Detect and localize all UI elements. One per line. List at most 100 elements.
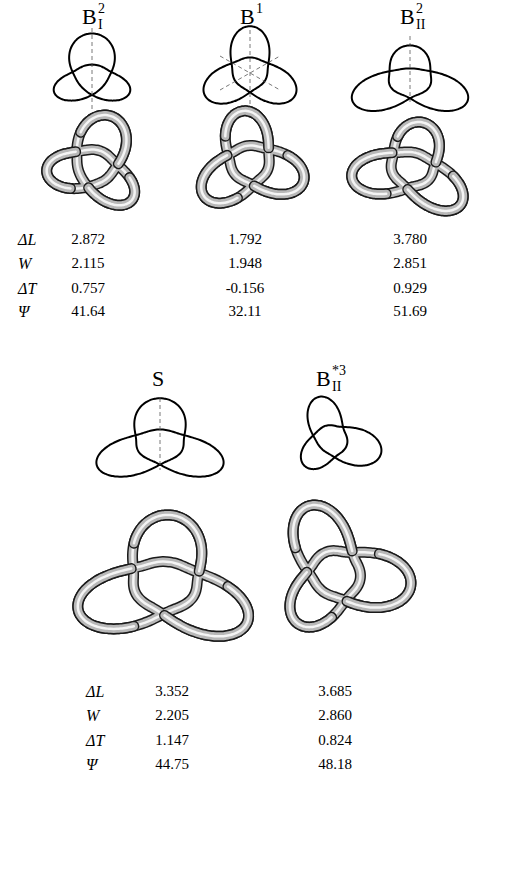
table-cell: 32.11: [228, 304, 261, 319]
table-cell: 1.147: [155, 733, 189, 748]
symmetry-axis: [160, 398, 161, 470]
tube-outline: [254, 155, 304, 194]
tube-outline: [398, 122, 440, 162]
tube-highlight: [134, 515, 202, 571]
tube-highlight: [352, 122, 464, 211]
tube-body: [352, 122, 464, 211]
table-cell: 0.929: [393, 281, 427, 296]
tube-highlight: [165, 586, 249, 636]
table-cell: 2.205: [155, 708, 189, 723]
name-superscript: 2: [98, 2, 105, 16]
tube-outline: [201, 111, 304, 203]
tube-highlight: [352, 153, 392, 194]
tube-outline: [78, 569, 134, 629]
table-cell: 0.824: [318, 733, 352, 748]
tube-body: [254, 155, 304, 194]
tube-body: [225, 111, 268, 148]
tube-outline: [293, 505, 352, 551]
tube-body: [165, 586, 249, 636]
tube-highlight: [78, 515, 249, 636]
rod-tube: [352, 122, 464, 211]
tube-highlight: [201, 111, 304, 203]
tube-highlight: [225, 111, 268, 148]
name-subscript: II: [416, 18, 425, 32]
rod-tube: [47, 115, 135, 205]
configuration-name: B: [316, 368, 331, 390]
configuration-name: B: [82, 6, 97, 28]
planar-curve: [96, 398, 223, 477]
configuration-name: B: [240, 6, 255, 28]
configuration-name: S: [152, 368, 164, 390]
tube-body: [408, 176, 463, 211]
tube-body: [81, 115, 127, 164]
tube-outline: [352, 122, 464, 211]
table-cell: 51.69: [393, 304, 427, 319]
tube-highlight: [290, 505, 411, 627]
tube-highlight: [293, 505, 352, 551]
tube-highlight: [347, 554, 411, 608]
table-cell: -0.156: [226, 281, 265, 296]
tube-outline: [290, 572, 332, 627]
table-row-label: ΔL: [86, 684, 104, 700]
tube-body: [201, 111, 304, 203]
tube-outline: [81, 115, 127, 164]
rod-tube: [201, 111, 304, 203]
tube-body: [134, 515, 202, 571]
table-row-label: ΔT: [86, 733, 104, 749]
table-cell: 48.18: [318, 757, 352, 772]
tube-outline: [290, 505, 411, 627]
table-cell: 2.851: [393, 256, 427, 271]
table-row-label: Ψ: [18, 304, 29, 320]
tube-outline: [89, 178, 135, 206]
table-cell: 2.115: [71, 256, 104, 271]
tube-outline: [347, 554, 411, 608]
tube-highlight: [408, 176, 463, 211]
name-superscript: 1: [256, 2, 263, 16]
name-superscript: 2: [416, 2, 423, 16]
symmetry-axis: [220, 56, 280, 90]
table-cell: 2.872: [71, 232, 105, 247]
tube-body: [47, 115, 135, 205]
tube-highlight: [47, 152, 76, 189]
table-cell: 3.685: [318, 684, 352, 699]
table-cell: 1.792: [228, 232, 262, 247]
tube-highlight: [47, 115, 135, 205]
table-cell: 3.352: [155, 684, 189, 699]
tube-outline: [47, 152, 76, 189]
symmetry-axis: [220, 56, 280, 90]
symmetry-axis: [250, 30, 251, 118]
tube-outline: [165, 586, 249, 636]
rod-tube: [290, 505, 411, 627]
tube-highlight: [78, 569, 134, 629]
table-cell: 41.64: [71, 304, 105, 319]
configuration-name: B: [400, 6, 415, 28]
name-subscript: II: [332, 380, 341, 394]
tube-outline: [201, 155, 237, 203]
table-row-label: Ψ: [86, 757, 97, 773]
tube-outline: [408, 176, 463, 211]
table-cell: 1.948: [228, 256, 262, 271]
table-row-label: W: [18, 256, 31, 272]
tube-body: [293, 505, 352, 551]
tube-outline: [78, 515, 249, 636]
rod-tube: [78, 515, 249, 636]
table-row-label: W: [86, 708, 99, 724]
tube-body: [201, 155, 237, 203]
table-row-label: ΔT: [18, 281, 36, 297]
tube-outline: [47, 115, 135, 205]
table-cell: 44.75: [155, 757, 189, 772]
symmetry-axis: [410, 36, 411, 102]
tube-body: [78, 515, 249, 636]
symmetry-axis: [92, 28, 93, 112]
tube-body: [398, 122, 440, 162]
table-row-label: ΔL: [18, 232, 36, 248]
name-subscript: I: [98, 18, 103, 32]
tube-body: [47, 152, 76, 189]
tube-body: [347, 554, 411, 608]
tube-highlight: [254, 155, 304, 194]
table-cell: 0.757: [71, 281, 105, 296]
tube-outline: [134, 515, 202, 571]
table-cell: 2.860: [318, 708, 352, 723]
